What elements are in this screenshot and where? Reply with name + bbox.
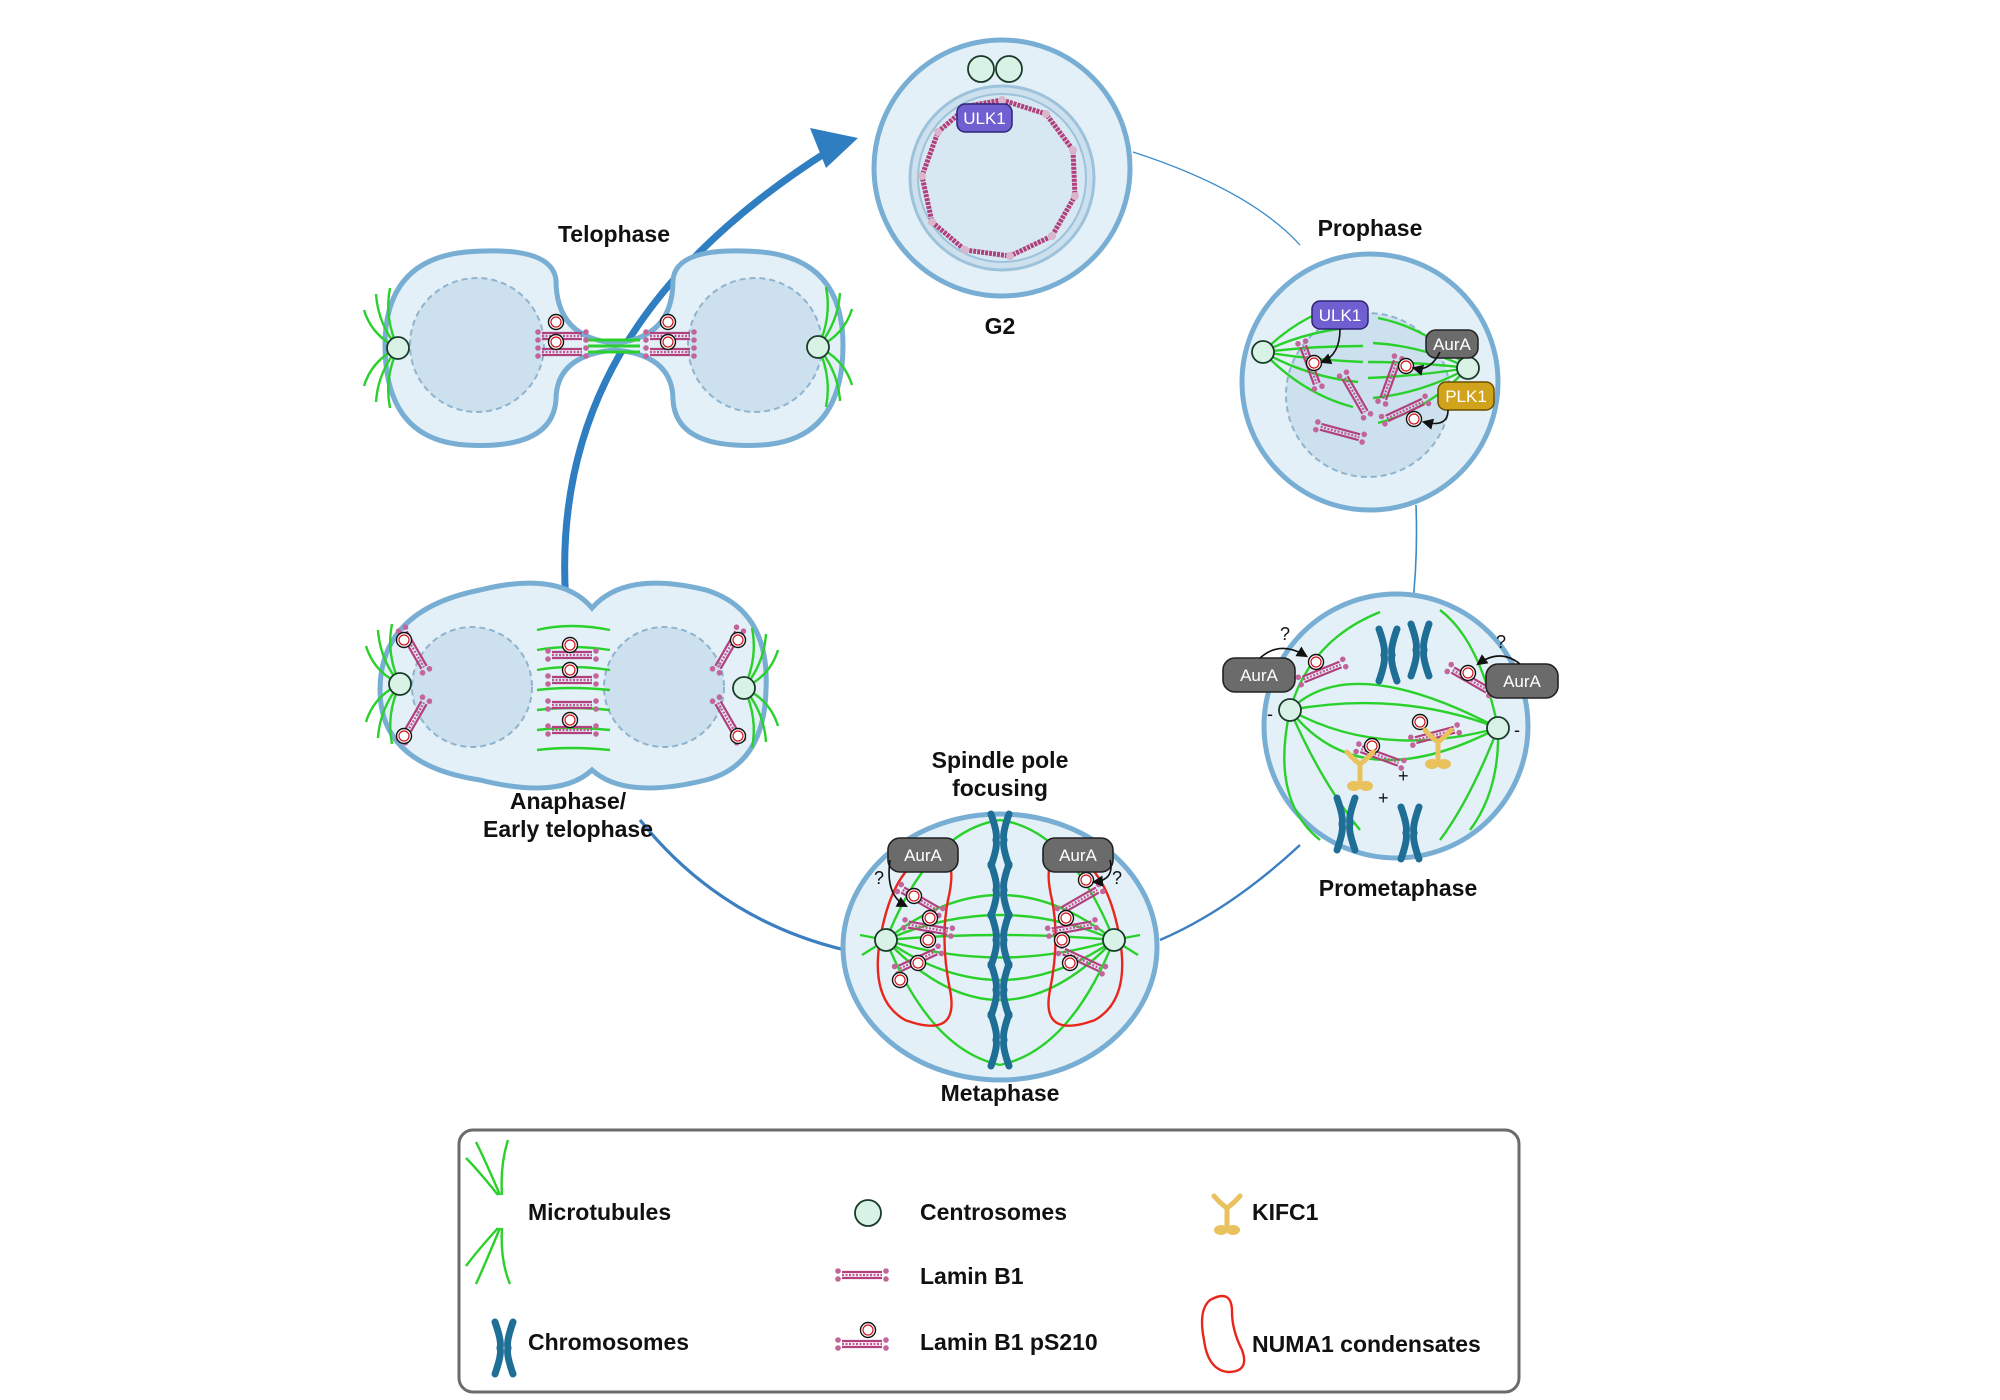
aura-badge-metaphase-left: AurA (887, 837, 959, 873)
svg-text:PLK1: PLK1 (1445, 387, 1487, 406)
cell-prometaphase: AurA AurA ? ? - - + + Prometaphase (1222, 591, 1559, 901)
lamin-ring (918, 96, 1079, 260)
unknown-mark: ? (1280, 624, 1290, 644)
svg-text:AurA: AurA (1503, 672, 1541, 691)
stage-label-anaphase-2: Early telophase (483, 816, 653, 842)
legend-chromosomes: Chromosomes (528, 1329, 689, 1355)
svg-text:ULK1: ULK1 (963, 109, 1006, 128)
stage-label-spindle-2: focusing (952, 775, 1048, 801)
svg-text:AurA: AurA (904, 846, 942, 865)
svg-text:AurA: AurA (1433, 335, 1471, 354)
numa1-condensate-right (1047, 853, 1124, 1027)
cycle-arrow (561, 147, 832, 626)
stage-label-g2: G2 (985, 313, 1016, 339)
minus-mark: - (1267, 704, 1273, 724)
plus-mark: + (1398, 766, 1409, 786)
stage-label-metaphase: Metaphase (941, 1080, 1060, 1106)
stage-label-prometaphase: Prometaphase (1319, 875, 1478, 901)
cycle-connectors (638, 151, 1418, 952)
svg-text:AurA: AurA (1240, 666, 1278, 685)
centrosome-legend-icon (854, 1199, 882, 1227)
minus-mark: - (1514, 720, 1520, 740)
legend-lamin-b1: Lamin B1 (920, 1263, 1024, 1289)
legend-centrosomes: Centrosomes (920, 1199, 1067, 1225)
microtubules-icon (465, 1139, 512, 1285)
ulk1-badge-g2: ULK1 (956, 103, 1013, 133)
cycle-arrowhead (810, 128, 858, 168)
cell-anaphase: Anaphase/ Early telophase (364, 580, 780, 842)
svg-text:ULK1: ULK1 (1319, 306, 1362, 325)
aura-badge-prometaphase-right: AurA (1485, 663, 1559, 699)
midbody-microtubules (588, 338, 640, 354)
cell-g2: ULK1 G2 (871, 37, 1133, 339)
stage-label-prophase: Prophase (1318, 215, 1423, 241)
legend-microtubules: Microtubules (528, 1199, 671, 1225)
numa1-legend-icon (1200, 1294, 1246, 1374)
legend: Microtubules Chromosomes Centrosomes Lam… (457, 1128, 1521, 1394)
svg-text:AurA: AurA (1059, 846, 1097, 865)
legend-lamin-b1-ps210: Lamin B1 pS210 (920, 1329, 1098, 1355)
aura-badge-metaphase-right: AurA (1042, 837, 1114, 873)
cell-prophase: ULK1 AurA PLK1 Prophase (1239, 215, 1501, 513)
ulk1-badge-prophase: ULK1 (1311, 300, 1369, 330)
centrosome-icon (967, 55, 1023, 83)
unknown-mark: ? (874, 868, 884, 888)
stage-label-spindle-1: Spindle pole (932, 747, 1069, 773)
cell-metaphase: AurA AurA ? ? Spindle pole focusing Meta… (840, 747, 1160, 1106)
plk1-badge-prophase: PLK1 (1437, 381, 1495, 411)
aura-badge-prophase: AurA (1425, 329, 1479, 359)
stage-label-anaphase-1: Anaphase/ (510, 788, 627, 814)
plus-mark: + (1378, 788, 1389, 808)
stage-label-telophase: Telophase (558, 221, 670, 247)
legend-kifc1: KIFC1 (1252, 1199, 1319, 1225)
unknown-mark: ? (1496, 632, 1506, 652)
legend-numa1: NUMA1 condensates (1252, 1331, 1481, 1357)
spindle-prometaphase (1283, 609, 1500, 841)
numa1-condensate-left (876, 853, 953, 1027)
cell-telophase: Telophase (362, 221, 854, 448)
unknown-mark: ? (1112, 868, 1122, 888)
aura-badge-prometaphase-left: AurA (1222, 657, 1296, 693)
